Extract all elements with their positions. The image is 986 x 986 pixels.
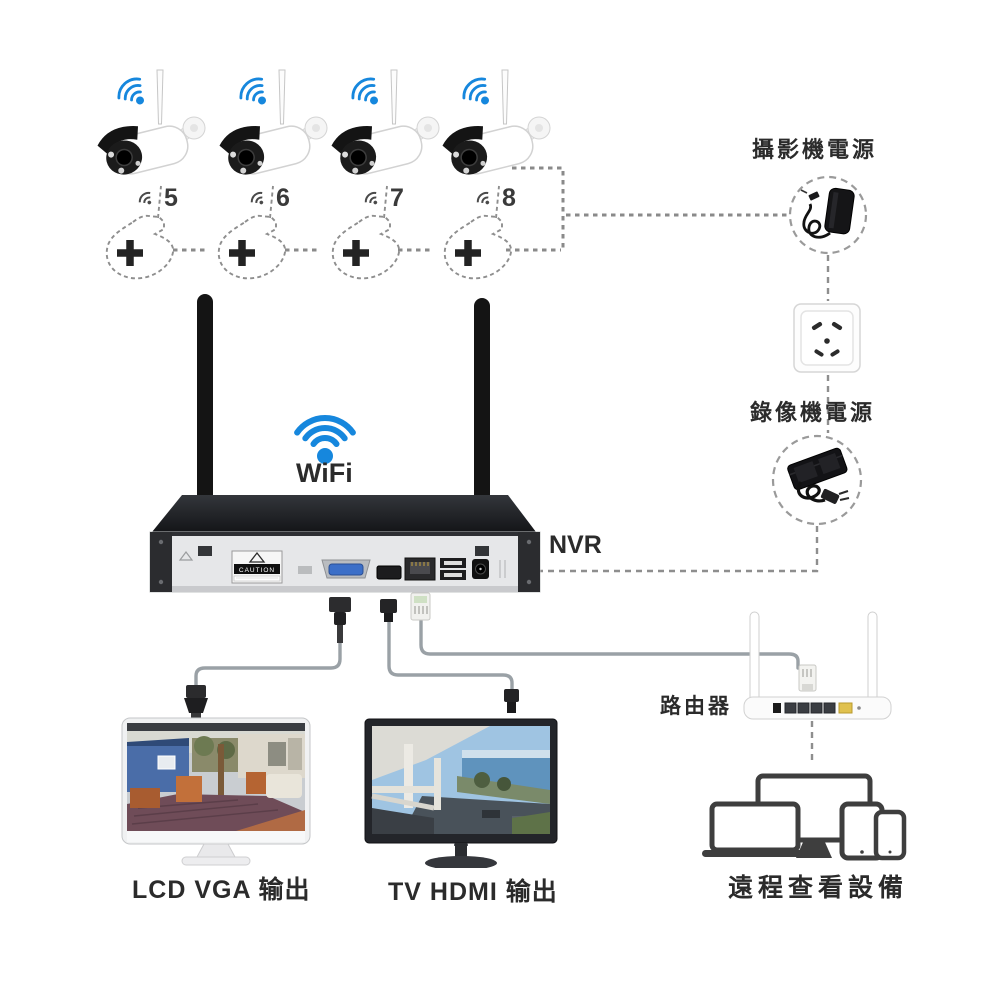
camera-body [97,125,189,175]
plus-icon [455,240,481,266]
mini-wifi-icon [138,191,152,205]
hdmi-plug-top [380,599,397,622]
vga-plug-monitor [184,685,208,721]
lcd-monitor [121,717,311,866]
nvr-device: CAUTION [149,294,541,593]
wifi-signal-icon [351,77,379,105]
nvr-end-cap-right [518,532,540,592]
lcd-output-label: LCD VGA 输出 [132,876,311,904]
add-camera-shape-8 [443,185,512,280]
monitor-screen-image [127,723,305,831]
remote-devices-group [702,773,907,861]
ethernet-plug-router [798,664,817,692]
ethernet-port [404,557,436,581]
power-jack [472,559,489,579]
vga-plug-top [329,597,351,643]
wifi-signal-icon [462,77,490,105]
add-camera-shape-6 [217,185,286,280]
wireless-camera-5 [97,69,206,175]
remote-devices-label: 遠程查看設備 [728,874,909,902]
tv-base [425,856,497,868]
phone-icon [873,809,907,861]
plus-icon [117,240,143,266]
recorder-power-adapter-icon [787,447,850,504]
add-camera-shape-7 [331,185,400,280]
monitor-base [181,856,251,866]
svg-text:CAUTION: CAUTION [239,567,275,574]
tv-screen-image [371,726,550,834]
vga-port [321,559,371,579]
nvr-label: NVR [549,531,602,559]
camera-mount-hub [190,124,198,132]
tv-output-label: TV HDMI 输出 [388,878,558,906]
hdmi-plug-tv [504,689,519,713]
nvr-antenna-right [474,298,490,548]
router-antenna-left [749,611,760,705]
wall-socket [793,303,861,373]
tv-monitor [364,718,558,868]
router-power-port [773,703,781,713]
antenna-connector-left [198,546,212,556]
router-label: 路由器 [660,695,732,718]
router-antenna-right [867,611,878,705]
vga-cable [194,640,342,689]
camera-number-7: 7 [390,184,404,212]
mini-wifi-icon [364,191,378,205]
laptop-icon [709,801,801,853]
router-lan-ports [784,702,836,714]
dashed-line-recorder-nvr [538,526,819,573]
dashed-camera-outline [105,214,174,280]
caution-sticker: CAUTION [231,550,283,584]
mini-wifi-icon [476,191,490,205]
usb-ports [440,558,466,580]
camera-number-8: 8 [502,184,516,212]
wifi-logo-icon [294,415,356,464]
wifi-signal-icon [239,77,267,105]
mini-wifi-icon [250,191,264,205]
router-wan-port [838,702,853,714]
hdmi-cable [387,620,514,693]
nvr-antenna-left [197,294,213,546]
ethernet-cable [419,619,800,670]
nvr-top-panel [152,495,536,532]
plus-icon [343,240,369,266]
recorder-power-label: 錄像機電源 [750,400,876,425]
camera-number-5: 5 [164,184,178,212]
monitor-neck [196,843,236,858]
hdmi-port [376,565,402,580]
add-camera-shape-5 [105,185,174,280]
camera-antenna [156,69,164,125]
laptop-base [702,850,808,857]
antenna-connector-right [475,546,489,556]
wireless-camera-8 [442,69,551,175]
camera-power-adapter-icon [800,187,855,239]
router-device [743,611,892,720]
wifi-signal-icon [117,77,145,105]
dashed-antenna [157,185,162,219]
ethernet-plug-top [410,592,431,621]
camera-power-label: 攝影機電源 [752,137,878,162]
wireless-camera-7 [331,69,440,175]
monitor-chin [127,831,305,842]
camera-number-6: 6 [276,184,290,212]
wifi-label: WiFi [296,458,353,488]
plus-icon [229,240,255,266]
nvr-end-cap-left [150,532,172,592]
wireless-camera-6 [219,69,328,175]
